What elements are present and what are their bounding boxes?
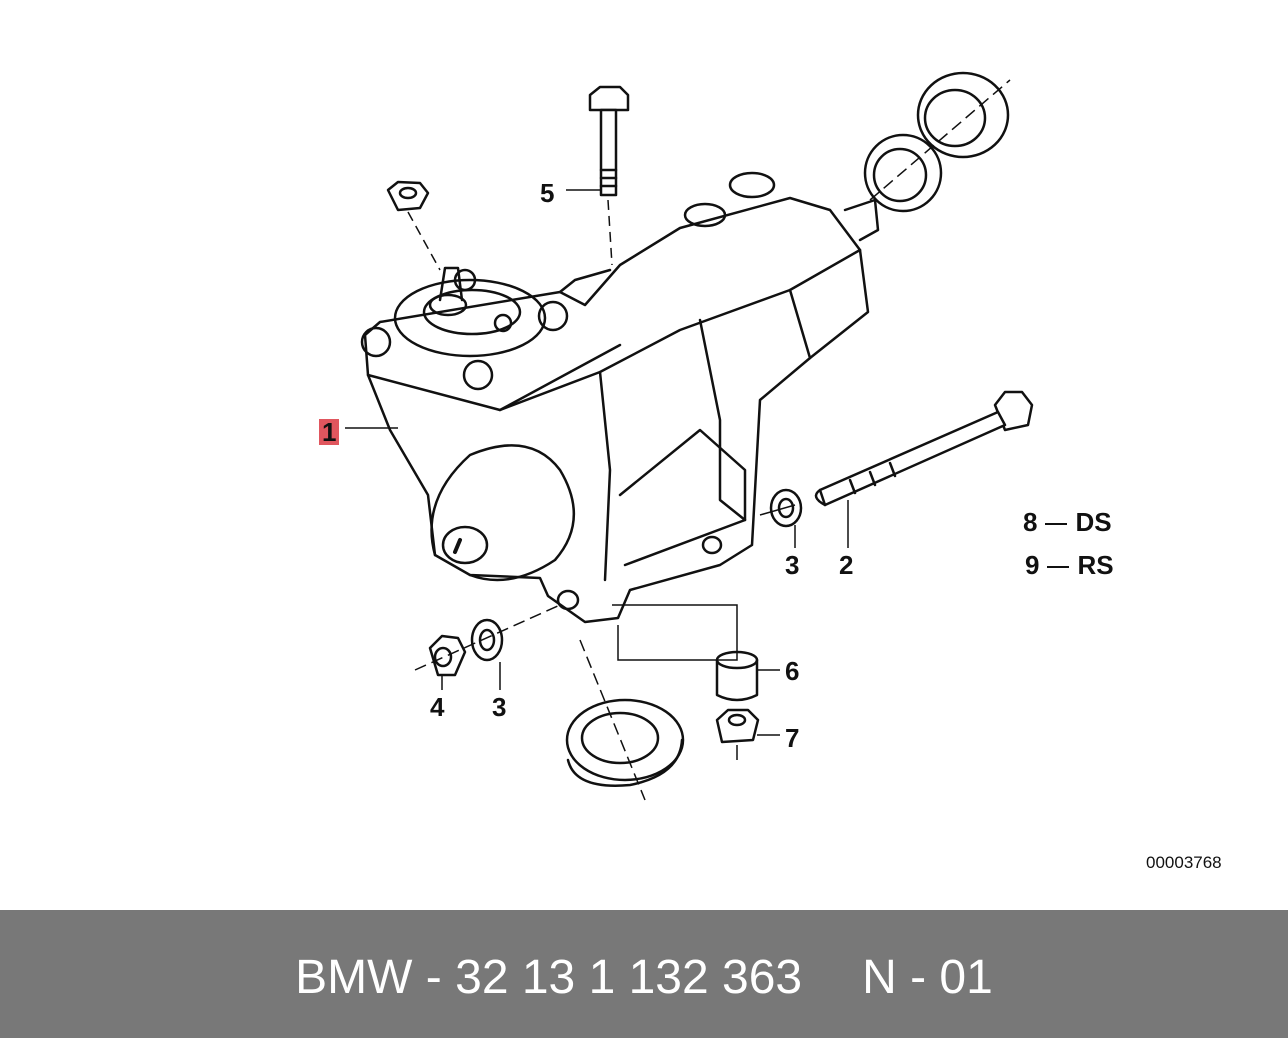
footer-caption: BMW - 32 13 1 132 363 N - 01 xyxy=(0,950,1288,1005)
callout-3-right: 3 xyxy=(785,550,800,580)
top-nut xyxy=(386,180,430,212)
document-number: 00003768 xyxy=(1146,853,1222,872)
callout-5: 5 xyxy=(540,178,555,208)
part-number: BMW - 32 13 1 132 363 xyxy=(295,951,803,1004)
seal-ring-lower xyxy=(565,698,685,787)
callout-4: 4 xyxy=(430,692,445,722)
callout-3-left: 3 xyxy=(492,692,507,722)
legend-row-9: 9 RS xyxy=(1025,552,1114,578)
legend-row-8: 8 DS xyxy=(1023,509,1112,535)
footer-bar xyxy=(0,910,1288,1038)
washer-3-left xyxy=(470,618,504,662)
callout-1: 1 xyxy=(319,419,340,445)
legend-number: 9 xyxy=(1025,550,1040,580)
callout-7: 7 xyxy=(785,723,800,753)
callout-2: 2 xyxy=(839,550,854,580)
nut-4 xyxy=(428,634,467,677)
callout-6: 6 xyxy=(785,656,800,686)
nut-7 xyxy=(715,708,760,744)
legend-code: DS xyxy=(1075,507,1112,537)
page-code: N - 01 xyxy=(862,951,993,1004)
steering-gear-housing xyxy=(360,171,880,624)
exploded-parts-diagram xyxy=(345,71,1034,801)
legend-code: RS xyxy=(1077,550,1114,580)
bolt-2 xyxy=(814,390,1034,507)
bolt-5 xyxy=(588,85,630,197)
seal-ring-upper xyxy=(863,71,1010,213)
legend-number: 8 xyxy=(1023,507,1038,537)
